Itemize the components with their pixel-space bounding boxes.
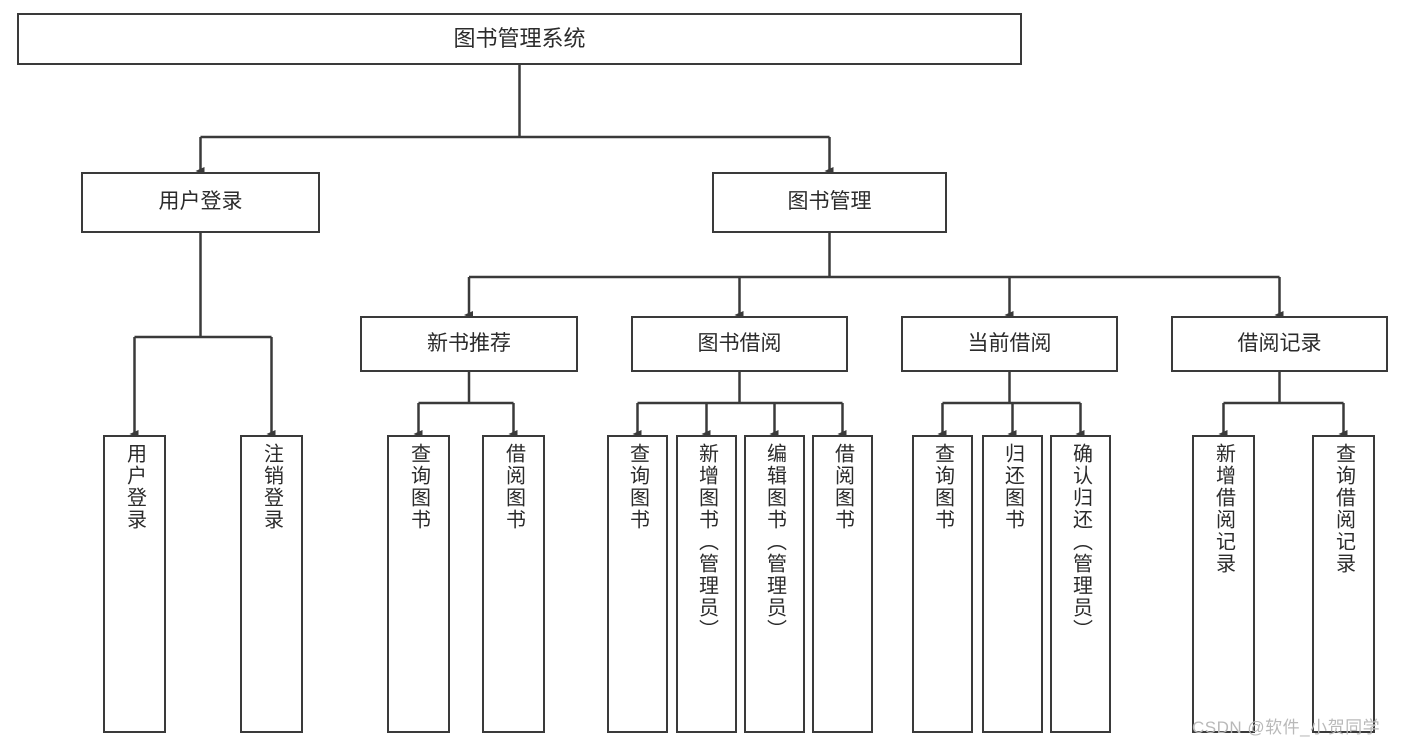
node-leaf-query-record[interactable]: 查询借阅记录	[1312, 435, 1375, 733]
node-leaf-add-book[interactable]: 新增图书（管理员）	[676, 435, 737, 733]
node-label: 图书管理	[787, 190, 872, 214]
node-new-book-recommend[interactable]: 新书推荐	[360, 316, 578, 372]
node-leaf-edit-book[interactable]: 编辑图书（管理员）	[744, 435, 805, 733]
node-book-borrow[interactable]: 图书借阅	[631, 316, 848, 372]
node-label: 图书借阅	[697, 331, 782, 355]
node-label: 查询借阅记录	[1332, 443, 1355, 575]
node-label: 查询图书	[407, 443, 430, 531]
node-label: 查询图书	[626, 443, 649, 531]
node-leaf-user-login[interactable]: 用户登录	[103, 435, 166, 733]
node-label: 归还图书	[1001, 443, 1024, 531]
node-root[interactable]: 图书管理系统	[17, 13, 1022, 65]
node-leaf-query-book-2[interactable]: 查询图书	[607, 435, 668, 733]
node-leaf-add-record[interactable]: 新增借阅记录	[1192, 435, 1255, 733]
node-label: 借阅图书	[831, 443, 854, 531]
node-label: 新增借阅记录	[1212, 443, 1235, 575]
node-label: 新书推荐	[427, 331, 511, 355]
node-leaf-query-book-3[interactable]: 查询图书	[912, 435, 973, 733]
node-label: 用户登录	[158, 190, 243, 214]
node-label: 编辑图书（管理员）	[763, 443, 786, 641]
node-leaf-borrow-book-2[interactable]: 借阅图书	[812, 435, 873, 733]
node-leaf-logout[interactable]: 注销登录	[240, 435, 303, 733]
node-label: 确认归还（管理员）	[1069, 443, 1092, 641]
node-label: 新增图书（管理员）	[695, 443, 718, 641]
node-leaf-confirm-return[interactable]: 确认归还（管理员）	[1050, 435, 1111, 733]
node-leaf-query-book-1[interactable]: 查询图书	[387, 435, 450, 733]
node-label: 用户登录	[123, 443, 146, 531]
node-leaf-return-book[interactable]: 归还图书	[982, 435, 1043, 733]
node-user-login[interactable]: 用户登录	[81, 172, 320, 233]
node-current-borrow[interactable]: 当前借阅	[901, 316, 1118, 372]
node-leaf-borrow-book-1[interactable]: 借阅图书	[482, 435, 545, 733]
node-label: 注销登录	[260, 443, 283, 531]
node-label: 图书管理系统	[453, 26, 586, 52]
node-label: 借阅记录	[1237, 331, 1322, 355]
node-label: 查询图书	[931, 443, 954, 531]
node-label: 借阅图书	[502, 443, 525, 531]
node-book-manage[interactable]: 图书管理	[712, 172, 947, 233]
connector-lines	[129, 65, 1348, 438]
node-label: 当前借阅	[967, 331, 1052, 355]
node-borrow-record[interactable]: 借阅记录	[1171, 316, 1388, 372]
